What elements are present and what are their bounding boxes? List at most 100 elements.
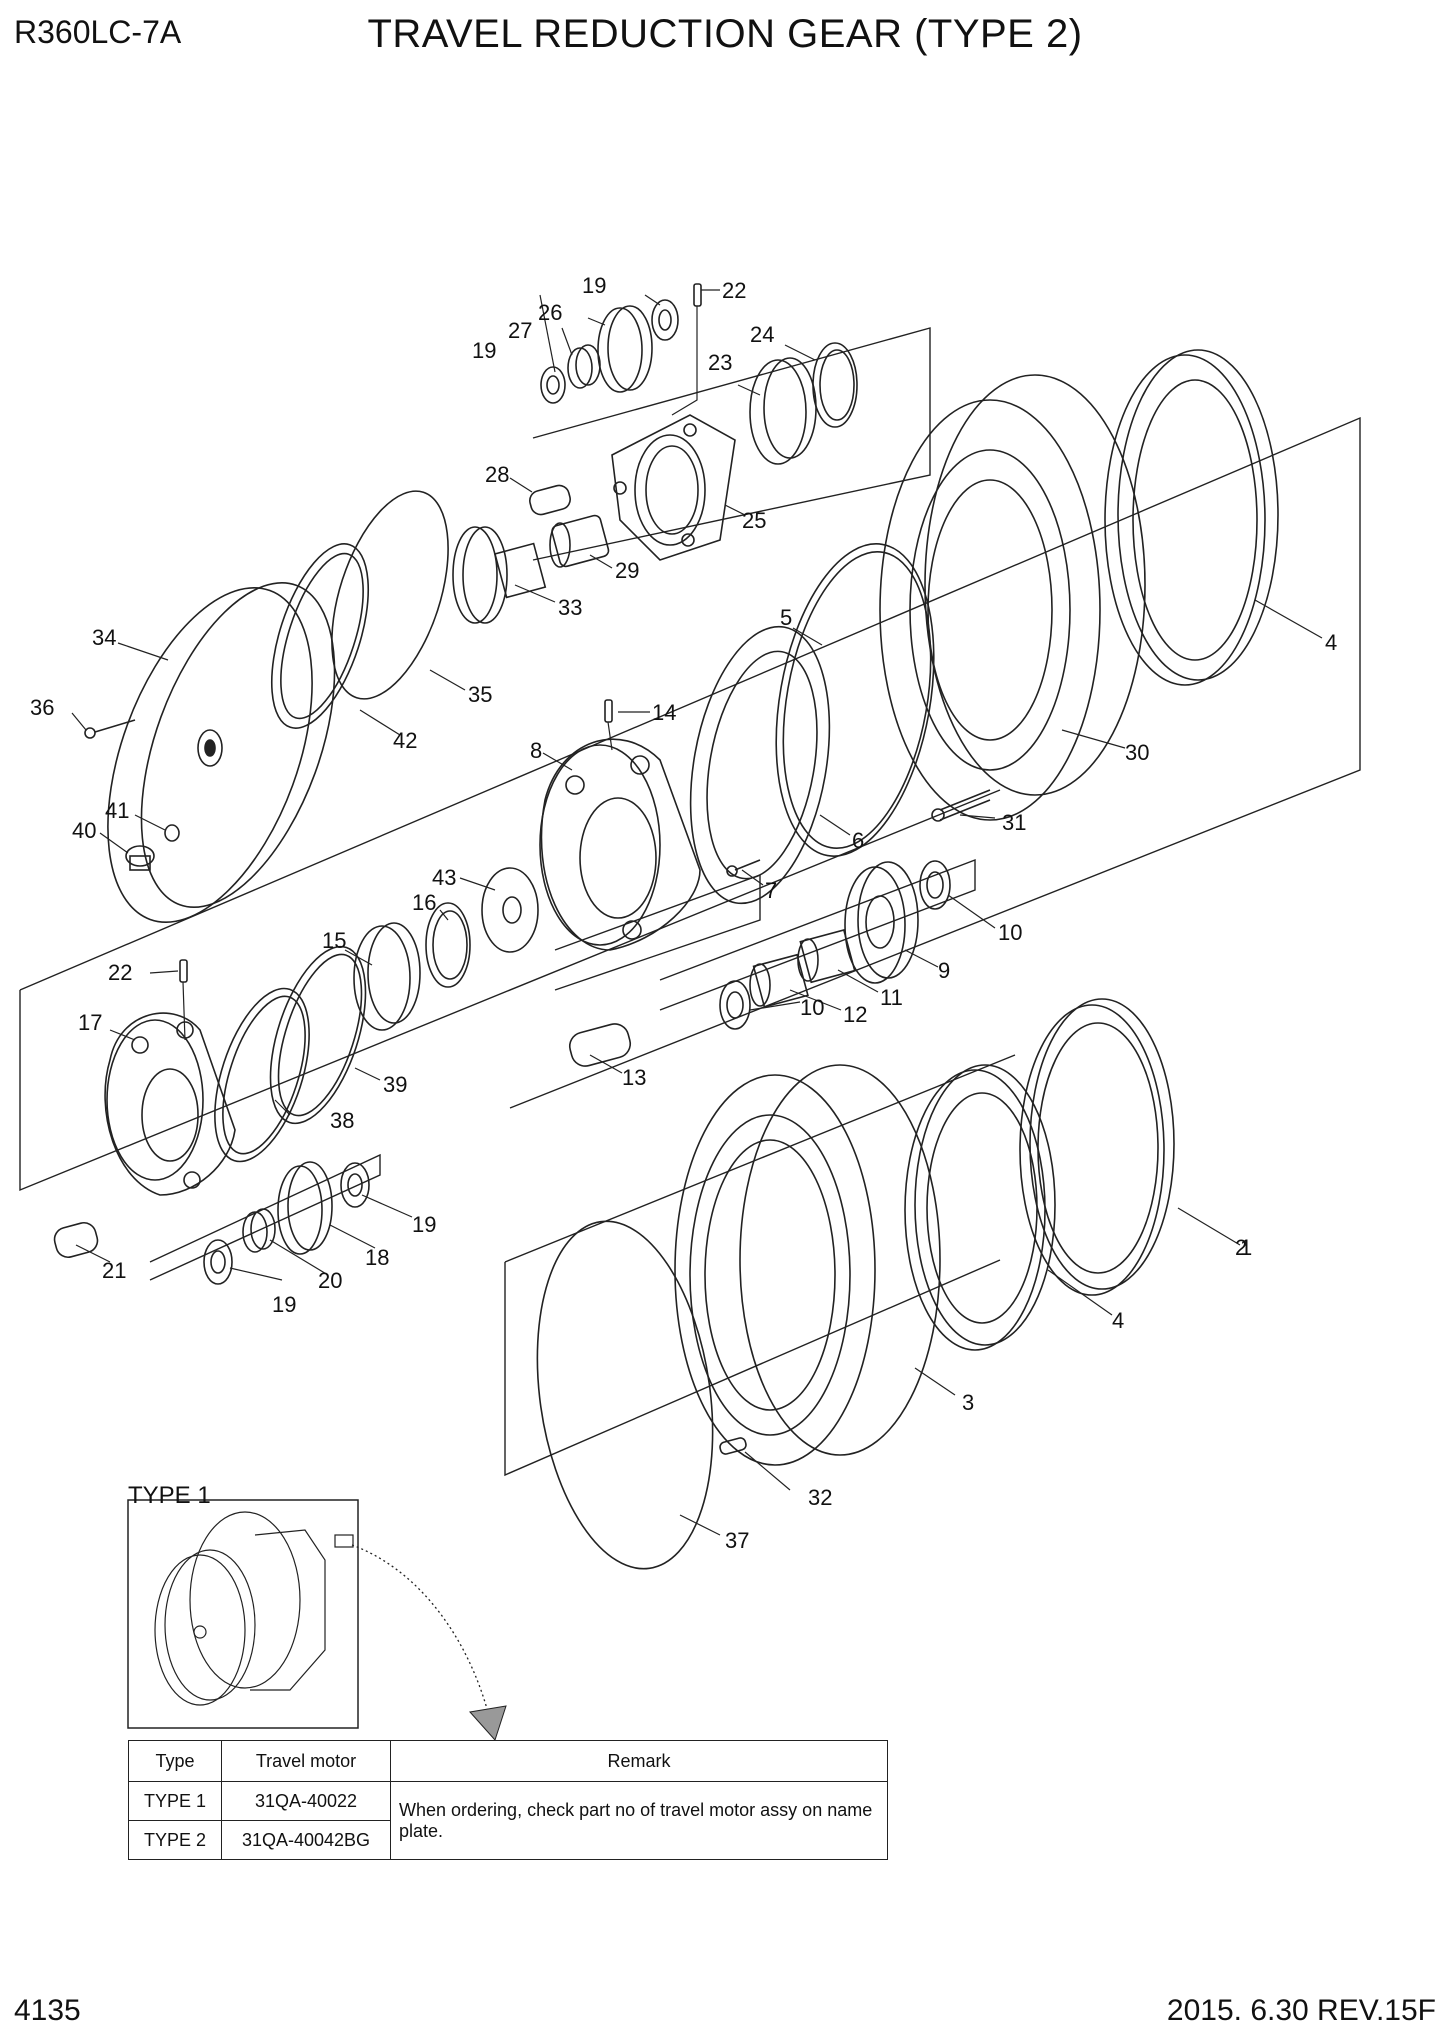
bolt-36 bbox=[84, 719, 136, 739]
callout: 36 bbox=[30, 695, 54, 720]
page-title: TRAVEL REDUCTION GEAR (TYPE 2) bbox=[367, 12, 1083, 56]
carrier-17 bbox=[104, 1012, 236, 1196]
callout: 10 bbox=[998, 920, 1022, 945]
gasket-37 bbox=[536, 1220, 714, 1570]
housing-3 bbox=[674, 1064, 941, 1466]
callout: 30 bbox=[1125, 740, 1149, 765]
callout: 12 bbox=[843, 1002, 867, 1027]
type1-inset-label: TYPE 1 bbox=[128, 1482, 211, 1509]
thrust-washer-19-lower-right bbox=[340, 1162, 370, 1208]
callout: 37 bbox=[725, 1528, 749, 1553]
callout: 2 bbox=[1235, 1235, 1247, 1260]
spring-pin-14 bbox=[604, 699, 613, 751]
callout: 33 bbox=[558, 595, 582, 620]
needle-bearing-29 bbox=[549, 514, 610, 568]
callout: 39 bbox=[383, 1072, 407, 1097]
callout: 19 bbox=[582, 273, 606, 298]
callout: 16 bbox=[412, 890, 436, 915]
thrust-washer-43 bbox=[481, 867, 539, 953]
bearing-4-lower bbox=[904, 1064, 1056, 1351]
callout: 31 bbox=[1002, 810, 1026, 835]
remark-cell: When ordering, check part no of travel m… bbox=[390, 1781, 888, 1860]
socket-bolt-31 bbox=[931, 789, 991, 822]
column-header-travel-motor: Travel motor bbox=[221, 1740, 391, 1782]
ring-39 bbox=[269, 945, 367, 1125]
callout: 3 bbox=[962, 1390, 974, 1415]
leader-lines bbox=[71, 289, 1323, 1536]
callout: 22 bbox=[108, 960, 132, 985]
spring-pin-22-lower bbox=[179, 959, 188, 1041]
carrier-25 bbox=[611, 414, 736, 561]
travel-motor-type-table: Type Travel motor Remark TYPE 1 31QA-400… bbox=[128, 1740, 888, 1860]
pointer-arrow-curve bbox=[351, 1544, 491, 1721]
callout: 20 bbox=[318, 1268, 342, 1293]
callouts: 1 2 3 4 4 5 6 7 8 9 10 10 11 12 13 14 15… bbox=[30, 273, 1337, 1553]
planet-gear-9 bbox=[844, 861, 919, 984]
travel-motor-sketch bbox=[154, 1511, 354, 1706]
snap-ring-24 bbox=[812, 342, 858, 428]
callout: 6 bbox=[852, 828, 864, 853]
cover-plate-34 bbox=[107, 582, 336, 923]
assembly-frame-lines bbox=[19, 327, 1361, 1477]
hub-30 bbox=[879, 374, 1146, 821]
callout: 13 bbox=[622, 1065, 646, 1090]
planet-gear-26 bbox=[597, 305, 653, 393]
type-cell: TYPE 1 bbox=[128, 1781, 222, 1821]
callout: 43 bbox=[432, 865, 456, 890]
thrust-washer-19-upper-right bbox=[651, 299, 679, 341]
column-header-remark: Remark bbox=[390, 1740, 888, 1782]
table-header-row: Type Travel motor Remark bbox=[128, 1740, 888, 1782]
sun-gear-15 bbox=[353, 922, 421, 1031]
callout: 15 bbox=[322, 928, 346, 953]
sun-gear-shaft-33 bbox=[452, 526, 547, 624]
page-number: 4135 bbox=[14, 1994, 81, 2027]
callout: 18 bbox=[365, 1245, 389, 1270]
callout: 27 bbox=[508, 318, 532, 343]
callout: 25 bbox=[742, 508, 766, 533]
callout: 4 bbox=[1112, 1308, 1124, 1333]
thrust-washer-19-lower-left bbox=[203, 1239, 233, 1285]
callout: 42 bbox=[393, 728, 417, 753]
callout: 28 bbox=[485, 462, 509, 487]
callout: 1 bbox=[1240, 1235, 1252, 1260]
planet-gear-18 bbox=[277, 1161, 333, 1255]
thrust-washer-19-upper-left bbox=[540, 366, 566, 404]
callout: 7 bbox=[765, 878, 777, 903]
callout: 21 bbox=[102, 1258, 126, 1283]
pin-28 bbox=[529, 484, 571, 516]
pin-13 bbox=[568, 1023, 632, 1067]
callout: 17 bbox=[78, 1010, 102, 1035]
plug-40 bbox=[125, 845, 155, 871]
type-cell: TYPE 2 bbox=[128, 1820, 222, 1860]
travel-motor-cell: 31QA-40022 bbox=[221, 1781, 391, 1821]
revision-date: 2015. 6.30 REV.15F bbox=[1166, 1994, 1436, 2027]
ring-42 bbox=[270, 543, 370, 729]
table-row: TYPE 2 31QA-40042BG bbox=[128, 1820, 888, 1860]
model-number: R360LC-7A bbox=[14, 14, 182, 50]
callout: 19 bbox=[472, 338, 496, 363]
seal-2 bbox=[1019, 998, 1175, 1296]
callout: 8 bbox=[530, 738, 542, 763]
callout: 29 bbox=[615, 558, 639, 583]
spacer-plate-6 bbox=[689, 625, 831, 905]
callout: 22 bbox=[722, 278, 746, 303]
travel-motor-cell: 31QA-40042BG bbox=[221, 1820, 391, 1860]
spring-pin-22-upper bbox=[671, 283, 702, 416]
o-ring-41 bbox=[164, 824, 180, 842]
bearing-4-upper bbox=[1104, 349, 1279, 686]
callout: 10 bbox=[800, 995, 824, 1020]
o-ring-5 bbox=[775, 543, 935, 857]
bearing-12 bbox=[749, 953, 809, 1008]
column-header-type: Type bbox=[128, 1740, 222, 1782]
callout: 4 bbox=[1325, 630, 1337, 655]
callout: 34 bbox=[92, 625, 116, 650]
carrier-8 bbox=[539, 738, 701, 951]
callout: 38 bbox=[330, 1108, 354, 1133]
pointer-arrow-head bbox=[469, 1705, 507, 1741]
callout: 19 bbox=[272, 1292, 296, 1317]
pin-32 bbox=[719, 1437, 747, 1455]
callout: 24 bbox=[750, 322, 774, 347]
pin-21 bbox=[53, 1221, 99, 1259]
callout: 14 bbox=[652, 700, 676, 725]
